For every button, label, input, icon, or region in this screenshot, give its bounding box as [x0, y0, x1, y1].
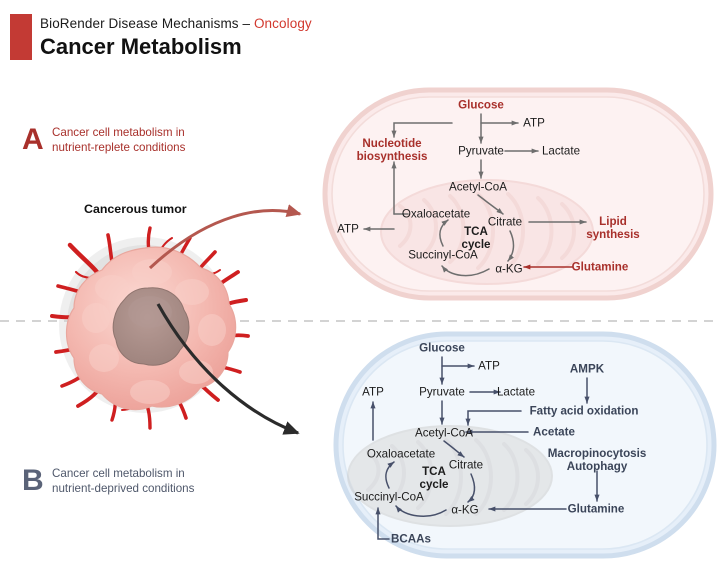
node-atp-glycolysis: ATP [523, 116, 545, 130]
node-nucleotide-biosynthesis: Nucleotide biosynthesis [356, 137, 428, 163]
tumor-body [65, 246, 237, 411]
node-acetyl-coa: Acetyl-CoA [415, 426, 473, 440]
node-oxaloacetate: Oxaloacetate [366, 447, 436, 461]
node-acetyl-coa: Acetyl-CoA [449, 180, 507, 194]
node-citrate: Citrate [487, 215, 523, 229]
node-bcaas: BCAAs [391, 532, 431, 546]
header-kicker: BioRender Disease Mechanisms – Oncology [40, 16, 312, 31]
node-pyruvate: Pyruvate [419, 385, 465, 399]
connector-arrow-to-panel-a [148, 204, 302, 270]
panel-a-letter: A [22, 123, 44, 156]
panel-b-letter: B [22, 464, 44, 497]
node-lipid-synthesis: Lipid synthesis [586, 215, 640, 241]
node-alpha-kg: α-KG [495, 262, 523, 276]
node-glutamine: Glutamine [567, 502, 625, 516]
header-kicker-category: Oncology [253, 16, 312, 31]
node-lactate: Lactate [541, 144, 581, 158]
node-succinyl-coa: Succinyl-CoA [354, 490, 424, 504]
node-atp-glycolysis: ATP [478, 359, 500, 373]
connector-arrow-to-panel-b [156, 303, 300, 435]
panel-b-mitochondrion [347, 425, 553, 527]
node-ampk: AMPK [569, 362, 605, 376]
cancerous-tumor-label: Cancerous tumor [84, 202, 187, 216]
node-lactate: Lactate [496, 385, 536, 399]
node-tca-cycle: TCA cycle [419, 465, 449, 491]
tumor-necrotic-core [112, 287, 190, 366]
node-macropinocytosis-autophagy: Macropinocytosis Autophagy [547, 447, 647, 473]
node-atp-tca: ATP [337, 222, 359, 236]
panel-b-caption: Cancer cell metabolism in nutrient-depri… [52, 467, 195, 495]
page-title: Cancer Metabolism [40, 34, 242, 59]
node-pyruvate: Pyruvate [458, 144, 504, 158]
node-acetate: Acetate [533, 425, 575, 439]
node-alpha-kg: α-KG [451, 503, 479, 517]
panel-a-caption: Cancer cell metabolism in nutrient-reple… [52, 126, 186, 154]
node-fatty-acid-oxidation: Fatty acid oxidation [529, 404, 639, 418]
node-succinyl-coa: Succinyl-CoA [408, 248, 478, 262]
node-glucose: Glucose [458, 98, 504, 112]
node-oxaloacetate: Oxaloacetate [401, 207, 471, 221]
node-glucose: Glucose [419, 341, 465, 355]
node-tca-cycle: TCA cycle [461, 225, 491, 251]
tumor-vasculature [50, 226, 250, 430]
header-accent-bar [10, 14, 32, 60]
header-kicker-prefix: BioRender Disease Mechanisms – [40, 16, 254, 31]
node-citrate: Citrate [448, 458, 484, 472]
node-glutamine: Glutamine [571, 260, 629, 274]
panel-b-cell [333, 331, 717, 559]
cancerous-tumor-illustration [50, 226, 250, 430]
node-atp-tca: ATP [362, 385, 384, 399]
